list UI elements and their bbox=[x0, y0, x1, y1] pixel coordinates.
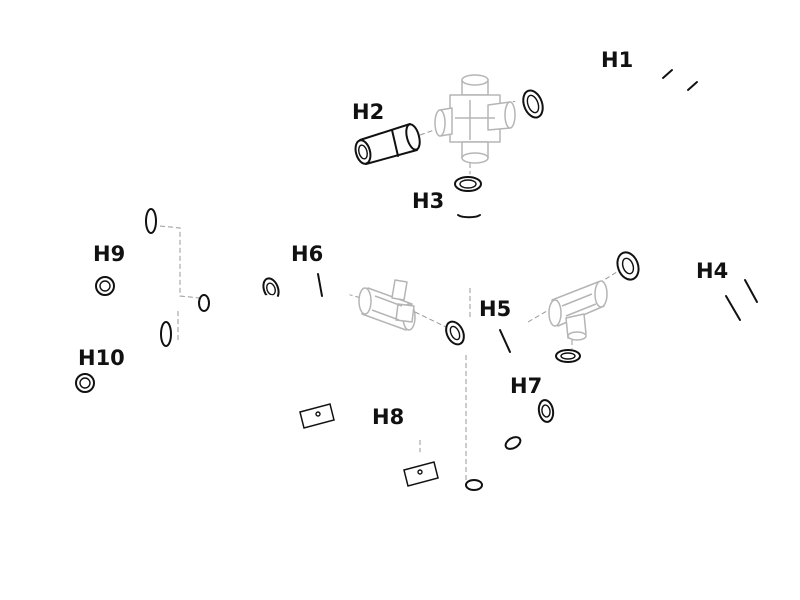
label-h5: H5 bbox=[479, 297, 512, 321]
valve-fitting-middle bbox=[358, 279, 416, 331]
label-h6: H6 bbox=[291, 242, 324, 266]
hose-h2[interactable] bbox=[353, 123, 422, 166]
tee-fitting-right bbox=[548, 280, 608, 341]
hose-h5[interactable] bbox=[443, 319, 531, 359]
label-h9: H9 bbox=[93, 242, 126, 266]
cross-fitting-top bbox=[434, 74, 516, 164]
hose-h3[interactable] bbox=[454, 174, 483, 286]
label-h4: H4 bbox=[696, 259, 729, 283]
label-h8: H8 bbox=[372, 405, 405, 429]
pipe-assembly-h8[interactable] bbox=[198, 294, 522, 538]
label-h2: H2 bbox=[352, 100, 385, 124]
hose-h4[interactable] bbox=[614, 240, 759, 324]
hose-h10[interactable] bbox=[41, 317, 175, 395]
label-h7: H7 bbox=[510, 374, 543, 398]
hose-h7[interactable] bbox=[536, 348, 581, 423]
hose-h9[interactable] bbox=[61, 204, 160, 297]
label-h1: H1 bbox=[601, 48, 634, 72]
label-h3: H3 bbox=[412, 189, 445, 213]
hose-h1[interactable] bbox=[515, 65, 698, 120]
label-h10: H10 bbox=[78, 346, 125, 370]
